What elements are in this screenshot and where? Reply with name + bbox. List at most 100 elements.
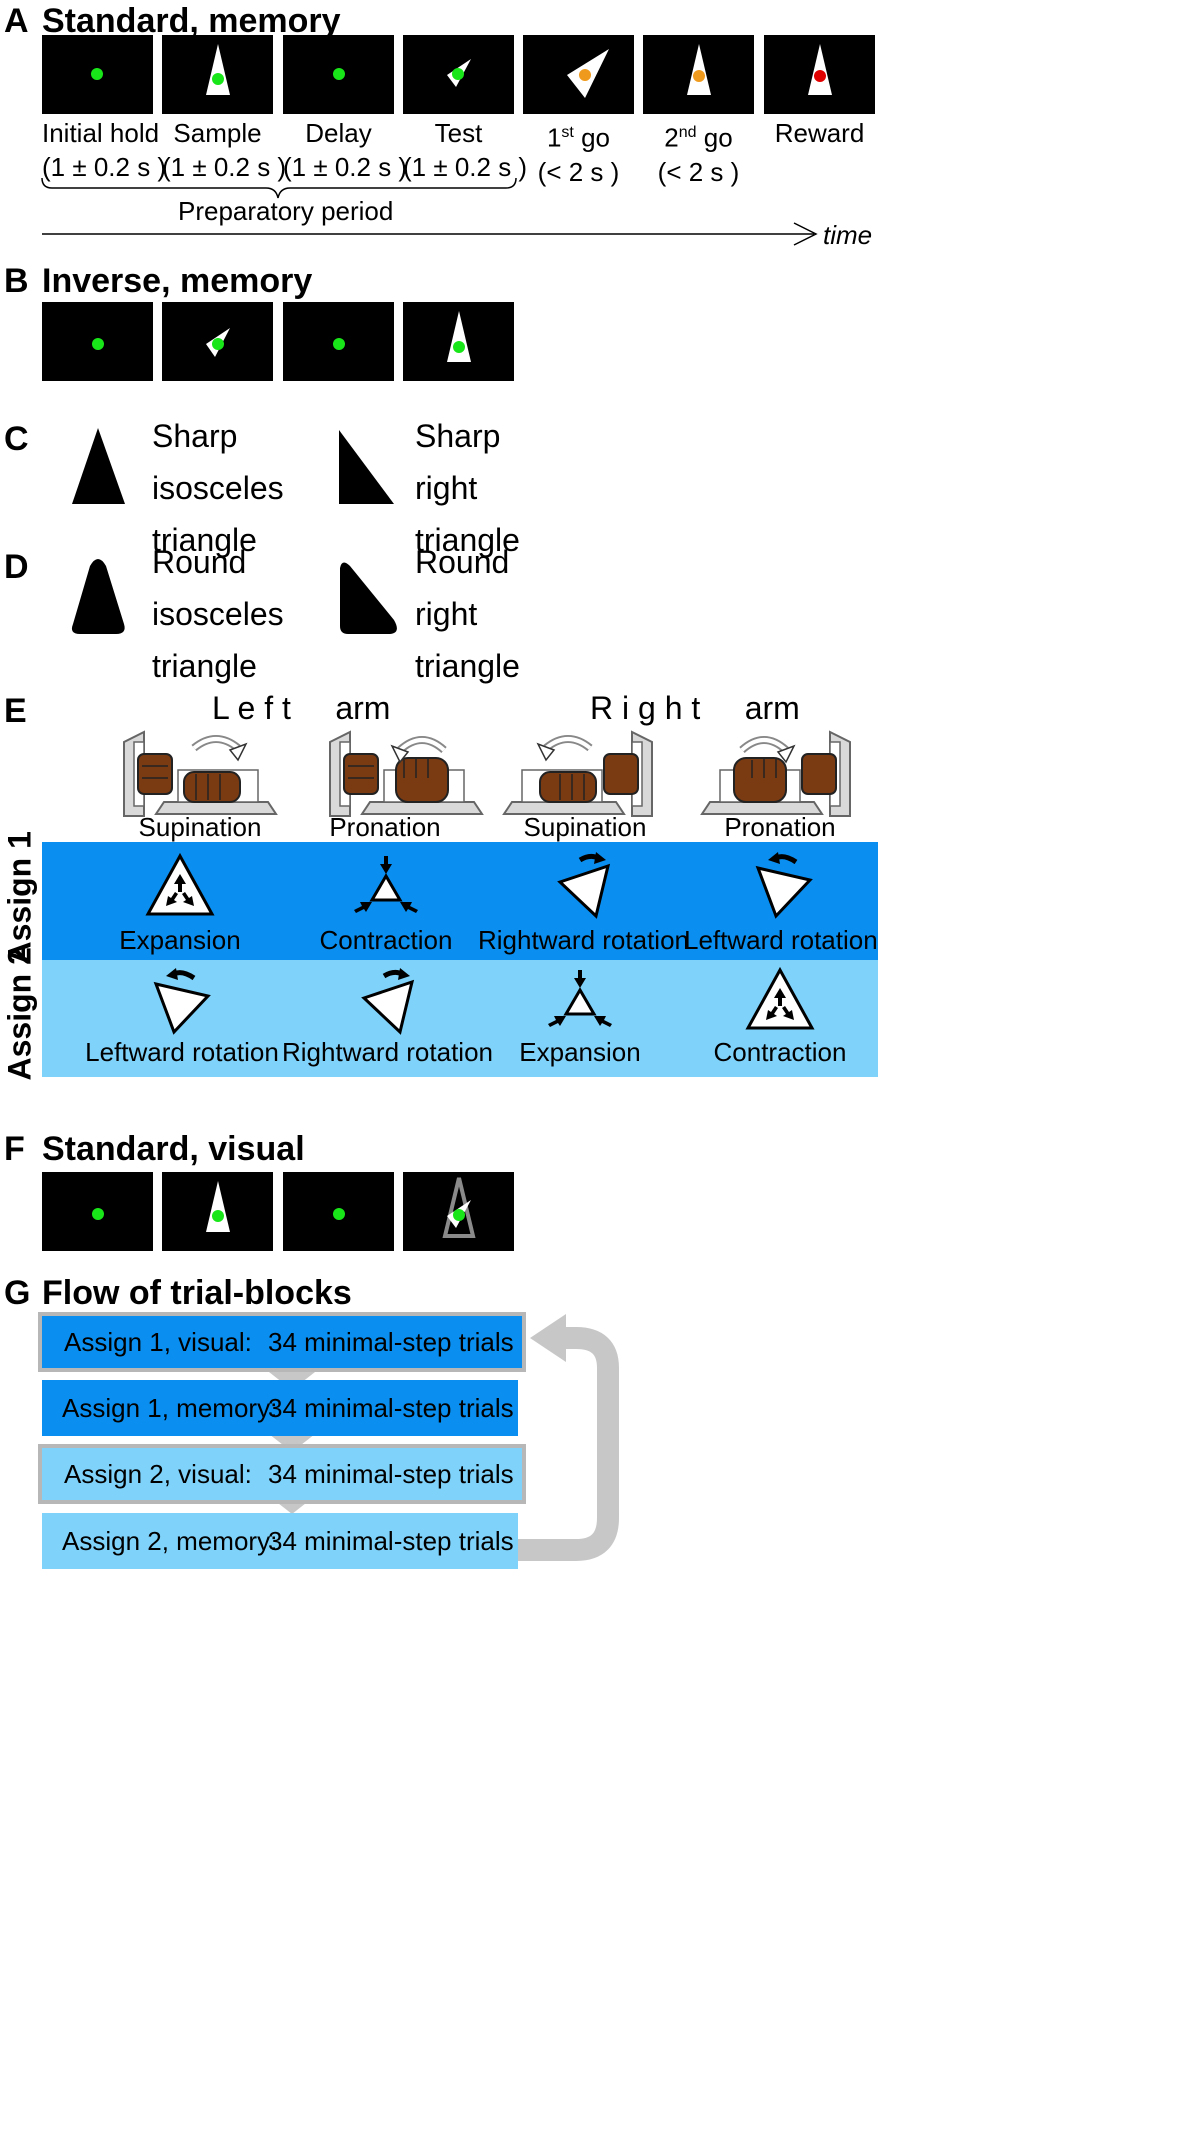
screen-inverse-3 bbox=[283, 302, 394, 381]
screen-visual-2 bbox=[162, 1172, 273, 1251]
right-pronation-hand-icon bbox=[700, 730, 851, 817]
block-trials: 34 minimal-step trials bbox=[268, 1393, 514, 1423]
posture-label: Supination bbox=[138, 812, 262, 842]
fixation-dot bbox=[91, 68, 103, 80]
caption-second-go: 2nd go (< 2 s ) bbox=[643, 116, 754, 189]
screen-visual-4 bbox=[403, 1172, 514, 1251]
frame-duration: (1 ± 0.2 s ) bbox=[403, 152, 528, 182]
panel-letter-d: D bbox=[4, 548, 29, 586]
screen-delay bbox=[283, 35, 394, 114]
block-condition: Assign 2, visual: bbox=[64, 1459, 252, 1489]
panel-letter-g: G bbox=[4, 1274, 31, 1312]
frame-name: 1st go bbox=[546, 122, 611, 153]
contraction-icon bbox=[745, 966, 815, 1030]
caption-delay: Delay (1 ± 0.2 s ) bbox=[283, 116, 408, 184]
panel-letter-b: B bbox=[4, 262, 29, 300]
sharp-isosceles-label: Sharp isosceles triangle bbox=[152, 418, 284, 558]
movement-label: Rightward rotation bbox=[478, 925, 689, 955]
overlay-triangle-icon bbox=[442, 1177, 476, 1238]
sharp-right-triangle-icon bbox=[339, 430, 394, 504]
isosceles-triangle-icon bbox=[808, 44, 832, 95]
fixation-dot bbox=[333, 68, 345, 80]
caption-first-go: 1st go (< 2 s ) bbox=[523, 116, 634, 189]
posture-label: Pronation bbox=[724, 812, 836, 842]
preparatory-period-label: Preparatory period bbox=[178, 196, 394, 226]
round-right-label: Round right triangle bbox=[415, 544, 520, 684]
frame-duration: (< 2 s ) bbox=[657, 156, 740, 187]
movement-label: Leftward rotation bbox=[85, 1037, 279, 1067]
time-arrow bbox=[42, 222, 818, 246]
panel-f-title: Standard, visual bbox=[42, 1130, 305, 1168]
isosceles-triangle-icon bbox=[687, 44, 711, 95]
frame-duration: (1 ± 0.2 s ) bbox=[162, 152, 287, 182]
movement-label: Rightward rotation bbox=[282, 1037, 493, 1067]
left-arm-label: L e f t arm bbox=[212, 690, 391, 726]
screen-initial-hold bbox=[42, 35, 153, 114]
block-trials: 34 minimal-step trials bbox=[268, 1327, 514, 1357]
caption-reward: Reward bbox=[764, 116, 875, 150]
expansion-icon bbox=[145, 852, 215, 916]
screen-first-go bbox=[523, 35, 634, 114]
movement-label: Contraction bbox=[713, 1037, 847, 1067]
screen-sample bbox=[162, 35, 273, 114]
posture-label: Supination bbox=[523, 812, 647, 842]
frame-duration: (1 ± 0.2 s ) bbox=[42, 152, 167, 182]
sharp-right-label: Sharp right triangle bbox=[415, 418, 520, 558]
assign1-row-label: Assign 1 bbox=[1, 831, 38, 965]
right-arm-label: R i g h t arm bbox=[590, 690, 800, 726]
screen-inverse-2 bbox=[162, 302, 273, 381]
frame-duration: (1 ± 0.2 s ) bbox=[283, 152, 408, 182]
caption-sample: Sample (1 ± 0.2 s ) bbox=[162, 116, 287, 184]
block-assign2-memory: Assign 2, memory: 34 minimal-step trials bbox=[42, 1513, 518, 1569]
movement-label: Expansion bbox=[119, 925, 241, 955]
frame-name: Test bbox=[434, 118, 483, 148]
isosceles-triangle-icon bbox=[447, 311, 471, 362]
frame-name: Reward bbox=[774, 118, 865, 148]
rightward-rotation-icon bbox=[557, 852, 611, 919]
screen-inverse-1 bbox=[42, 302, 153, 381]
panel-a-title: Standard, memory bbox=[42, 2, 341, 40]
block-trials: 34 minimal-step trials bbox=[268, 1526, 514, 1556]
isosceles-triangle-icon bbox=[206, 1181, 230, 1232]
frame-name: 2nd go bbox=[664, 122, 733, 153]
movement-label: Leftward rotation bbox=[684, 925, 878, 955]
caption-test: Test (1 ± 0.2 s ) bbox=[403, 116, 528, 184]
screen-inverse-4 bbox=[403, 302, 514, 381]
movement-label: Expansion bbox=[519, 1037, 641, 1067]
posture-label: Pronation bbox=[329, 812, 441, 842]
fixation-dot bbox=[333, 338, 345, 350]
left-pronation-hand-icon bbox=[329, 730, 484, 817]
isosceles-triangle-icon bbox=[206, 44, 230, 95]
panel-g-title: Flow of trial-blocks bbox=[42, 1274, 352, 1312]
rightward-rotation-icon bbox=[361, 968, 415, 1035]
contraction-icon bbox=[354, 856, 418, 913]
panel-letter-a: A bbox=[4, 2, 29, 40]
fixation-dot bbox=[92, 1208, 104, 1220]
screen-second-go bbox=[643, 35, 754, 114]
left-supination-hand-icon bbox=[123, 730, 278, 817]
block-condition: Assign 2, memory: bbox=[62, 1526, 278, 1556]
screen-reward bbox=[764, 35, 875, 114]
panel-b-title: Inverse, memory bbox=[42, 262, 313, 300]
fixation-dot bbox=[92, 338, 104, 350]
caption-initial-hold: Initial hold (1 ± 0.2 s ) bbox=[42, 116, 167, 184]
rotated-triangle-icon bbox=[206, 328, 230, 357]
right-supination-hand-icon bbox=[502, 730, 653, 817]
frame-name: Delay bbox=[305, 118, 372, 148]
preparatory-brace bbox=[41, 177, 517, 199]
frame-duration: (< 2 s ) bbox=[537, 156, 620, 187]
rotated-triangle-icon bbox=[567, 49, 609, 98]
block-assign2-visual: Assign 2, visual: 34 minimal-step trials bbox=[38, 1444, 526, 1504]
block-trials: 34 minimal-step trials bbox=[268, 1459, 514, 1489]
assign2-row-label: Assign 2 bbox=[1, 947, 38, 1081]
round-isosceles-label: Round isosceles triangle bbox=[152, 544, 284, 684]
leftward-rotation-icon bbox=[755, 852, 813, 919]
round-isosceles-triangle-icon bbox=[71, 559, 125, 634]
expansion-icon bbox=[548, 970, 612, 1027]
screen-visual-1 bbox=[42, 1172, 153, 1251]
time-label: time bbox=[823, 220, 873, 250]
screen-test bbox=[403, 35, 514, 114]
screen-visual-3 bbox=[283, 1172, 394, 1251]
fixation-dot bbox=[333, 1208, 345, 1220]
sharp-isosceles-triangle-icon bbox=[72, 428, 125, 504]
